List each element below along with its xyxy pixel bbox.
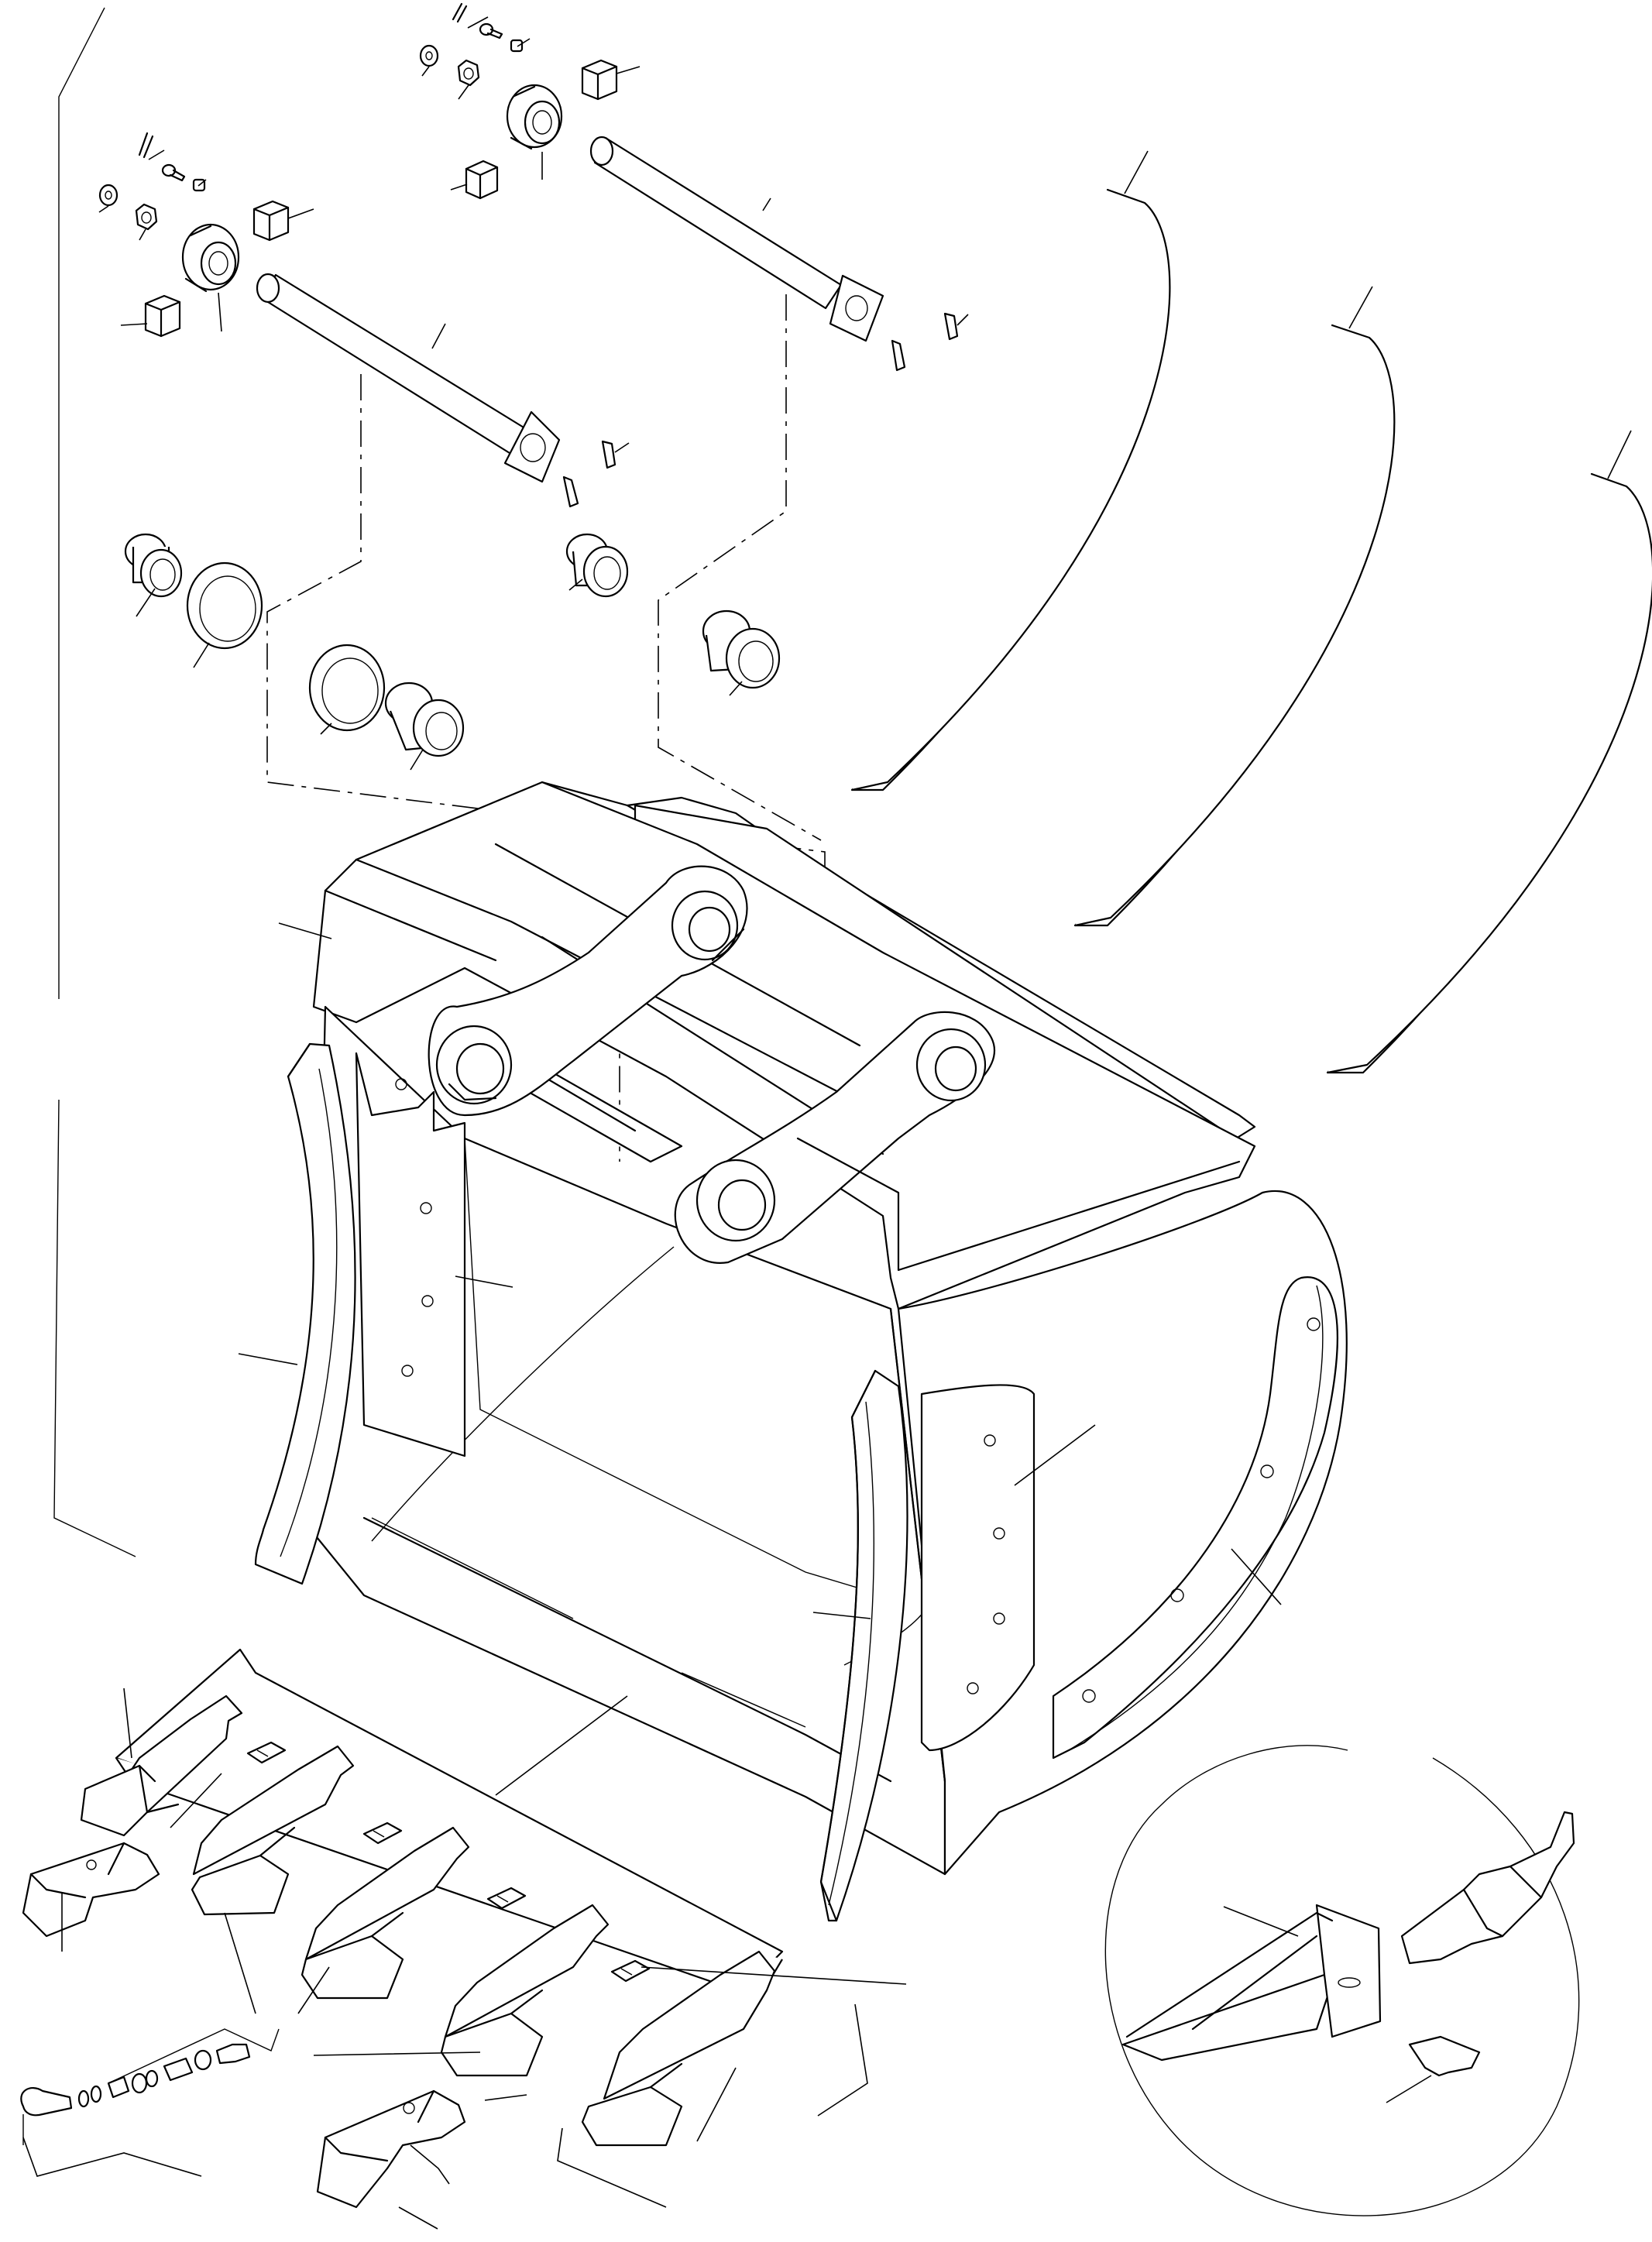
bolt-icon <box>479 22 503 39</box>
tooth-icon <box>301 1826 470 2000</box>
spare-tooth-icon <box>22 1842 160 1938</box>
lock-nut-icon <box>135 203 158 231</box>
leader-lines <box>238 922 1282 1796</box>
lock-nut-icon <box>457 59 480 87</box>
lock-pin-icon <box>246 1741 651 1983</box>
seal-ring-icon <box>186 561 263 650</box>
side-cutters <box>238 922 1338 1922</box>
cotter-pin-icon <box>452 2 468 23</box>
bushing-icon <box>702 609 781 689</box>
link-arm-icon <box>428 865 748 1117</box>
leader-lines <box>22 1688 907 2230</box>
bushing-icon <box>124 533 183 598</box>
wear-plate-icon <box>920 1384 1036 1752</box>
cotter-pin-icon <box>138 132 154 159</box>
flange-collar-icon <box>181 223 240 293</box>
tooth-icon <box>191 1745 355 1916</box>
wear-strip-icon <box>1073 286 1396 927</box>
wear-strips <box>850 150 1652 1074</box>
washer-icon <box>510 39 524 53</box>
wear-strip-icon <box>850 150 1171 791</box>
frame-lines <box>53 7 136 1557</box>
wear-strip-icon <box>1326 430 1652 1074</box>
flange-collar-icon <box>506 84 563 150</box>
side-cutter-icon <box>819 1369 908 1922</box>
pin-assembly-upper <box>419 2 969 372</box>
link-arm-icon <box>674 1011 1241 1272</box>
key-icon <box>891 312 959 372</box>
leader-lines <box>421 16 969 326</box>
leader-lines <box>98 149 630 453</box>
shim-block-icon <box>144 294 181 338</box>
pin-assembly-lower <box>98 132 630 508</box>
nut-icon <box>98 184 118 207</box>
pin-icon <box>256 273 561 483</box>
key-icon <box>562 440 616 508</box>
adapter-icon <box>1121 1904 1382 2062</box>
cutting-edge-assembly <box>20 1648 907 2230</box>
tooth-icon <box>581 1950 776 2147</box>
leader-lines <box>136 579 743 771</box>
bolt-lock-kit-icon <box>20 2043 251 2117</box>
retainer-icon <box>1408 2035 1481 2077</box>
tooth-icon <box>1400 1811 1575 1965</box>
bushing-icon <box>565 533 629 598</box>
tooth-icon <box>440 1904 610 2077</box>
shim-block-icon <box>581 59 618 101</box>
pin-icon <box>589 136 884 342</box>
seal-ring-icon <box>308 644 386 732</box>
wear-plate-icon <box>355 1052 466 1457</box>
side-cutter-icon <box>254 1042 356 1585</box>
nut-icon <box>419 44 439 67</box>
link-arms <box>428 865 1241 1272</box>
spare-tooth-icon <box>316 2089 466 2209</box>
side-plate-liner-icon <box>1052 1276 1338 1760</box>
shim-block-icon <box>252 200 290 242</box>
bolt-icon <box>161 163 186 182</box>
bushing-icon <box>384 682 465 757</box>
shim-block-icon <box>465 160 499 200</box>
tooth-icon <box>80 1694 243 1837</box>
bucket-body <box>312 781 1348 1876</box>
detail-circle <box>1104 1745 1580 2216</box>
bushing-set <box>124 533 781 771</box>
